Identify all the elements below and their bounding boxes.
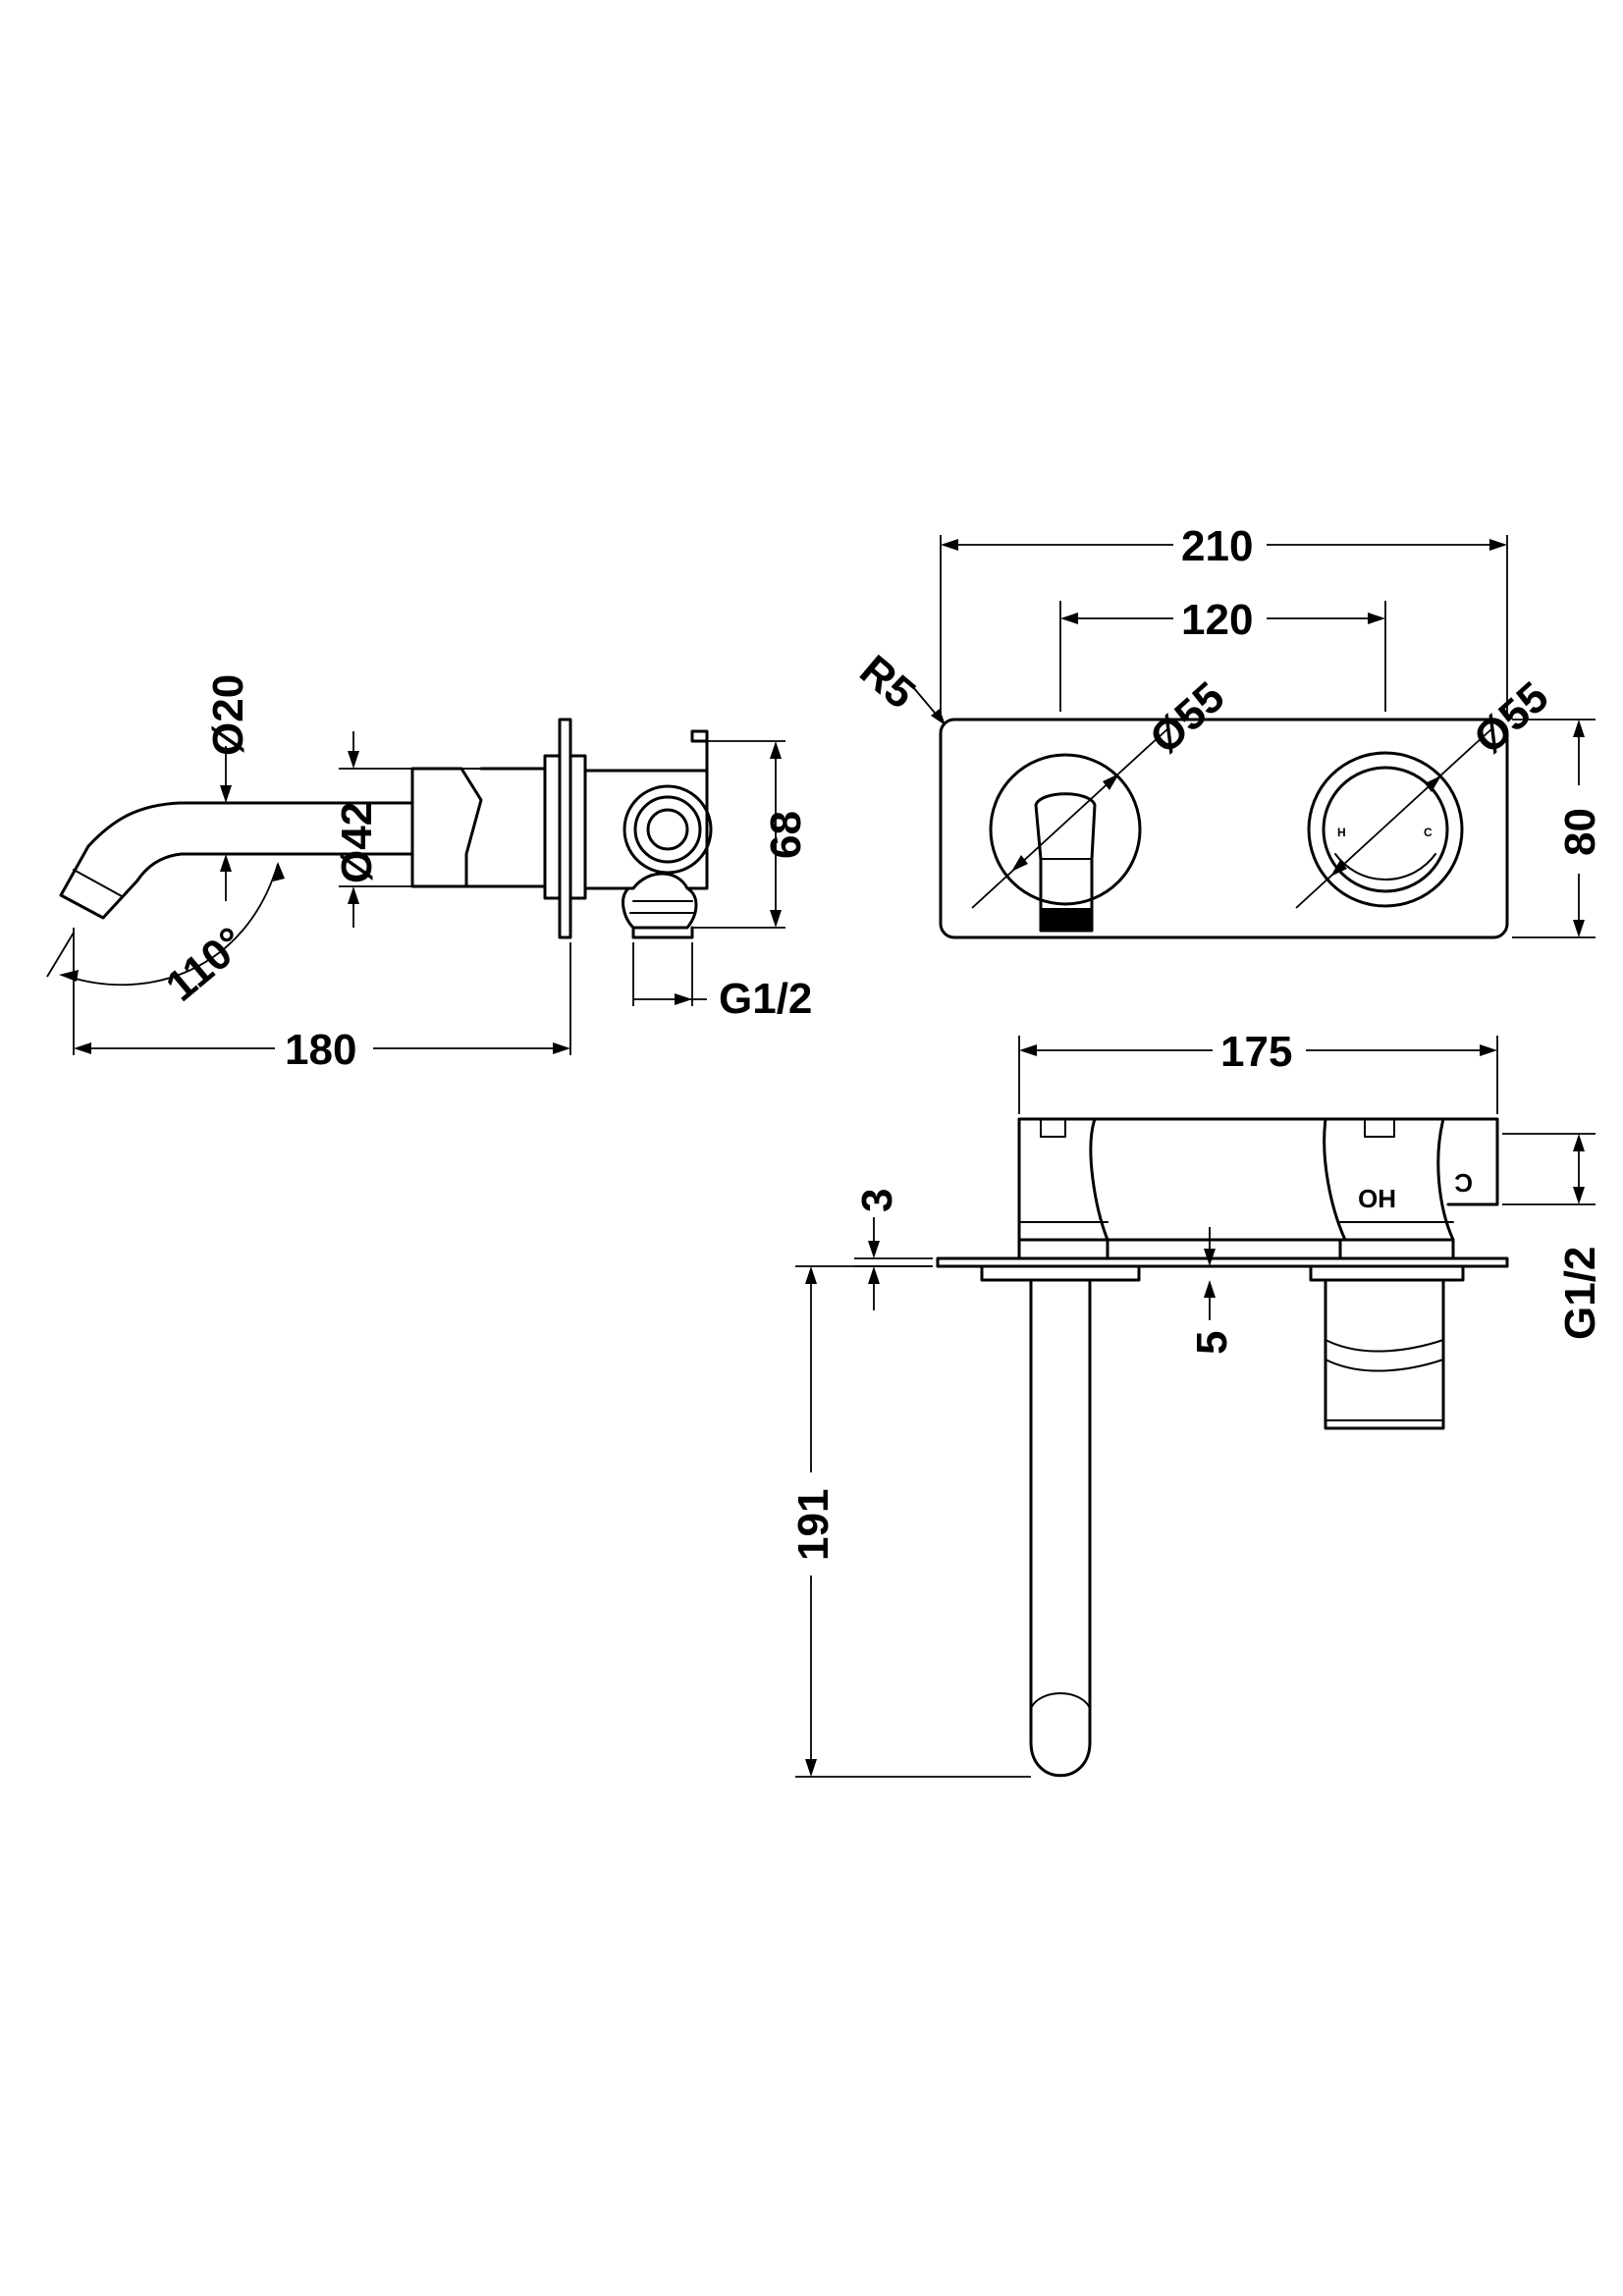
front-view: H C 210 120 R5 Ø55 Ø55 [851,522,1604,939]
wall-plate [558,718,572,939]
spout-length-label: 191 [789,1489,838,1561]
concealed-valve [583,729,709,890]
valve-body-top [1324,1117,1455,1242]
body-length-label: 175 [1220,1028,1292,1076]
side-inlet-thread-label: G1/2 [719,975,812,1023]
body-hot-cold-mark: HO [1358,1184,1396,1213]
top-inlet-thread-label: G1/2 [1556,1247,1604,1340]
valve-inlet-nut [622,886,698,939]
connecting-tube [1093,1117,1347,1242]
spout-angle-label: 110° [157,918,254,1010]
spout-collar [1017,1238,1109,1260]
handle-centres-label: 120 [1181,596,1253,644]
valve-collar [1338,1238,1455,1260]
body-height-label: 68 [762,811,810,859]
cartridge [1324,1278,1445,1430]
corner-radius-label: R5 [851,646,925,719]
side-view: Ø20 Ø42 68 110° 180 G1/2 [46,674,812,1074]
valve-port-outer [622,784,713,875]
plate-height-label: 80 [1556,808,1604,856]
spout-tube [1029,1278,1092,1778]
valve-body [410,767,483,888]
back-plate [939,718,1509,939]
spout-rose-diameter-label: Ø55 [1141,672,1234,763]
handle-rose-top [1309,1264,1465,1282]
plate-collar [543,754,562,900]
rose-thickness-label: 5 [1188,1331,1236,1355]
spout-rose [989,753,1142,906]
spout-rose-top [980,1264,1141,1282]
plate-thickness-label: 3 [853,1189,901,1212]
spout-diameter-label: Ø20 [204,674,252,756]
valve-port-mid [633,795,702,864]
valve-port-inner [646,808,689,851]
valve-housing [464,767,547,888]
spout-aerator [1041,908,1092,931]
spout-nozzle-line [73,869,123,897]
body-cold-mark: C [1454,1168,1473,1198]
inlet-connector [1441,1117,1499,1206]
top-view: HO C 175 3 5 [789,1028,1604,1778]
handle-hot-mark: H [1337,826,1346,839]
handle-rose-outer [1307,751,1464,908]
plate-collar-inner [568,754,587,900]
plate-width-label: 210 [1181,522,1253,570]
handle-rose-diameter-label: Ø55 [1465,672,1558,763]
angle-arc [68,863,279,987]
body-diameter-label: Ø42 [333,802,381,883]
handle-cold-mark: C [1424,826,1433,839]
handle-rose-inner [1322,766,1449,893]
wall-plate-top [936,1256,1509,1268]
projection-label: 180 [285,1026,356,1074]
